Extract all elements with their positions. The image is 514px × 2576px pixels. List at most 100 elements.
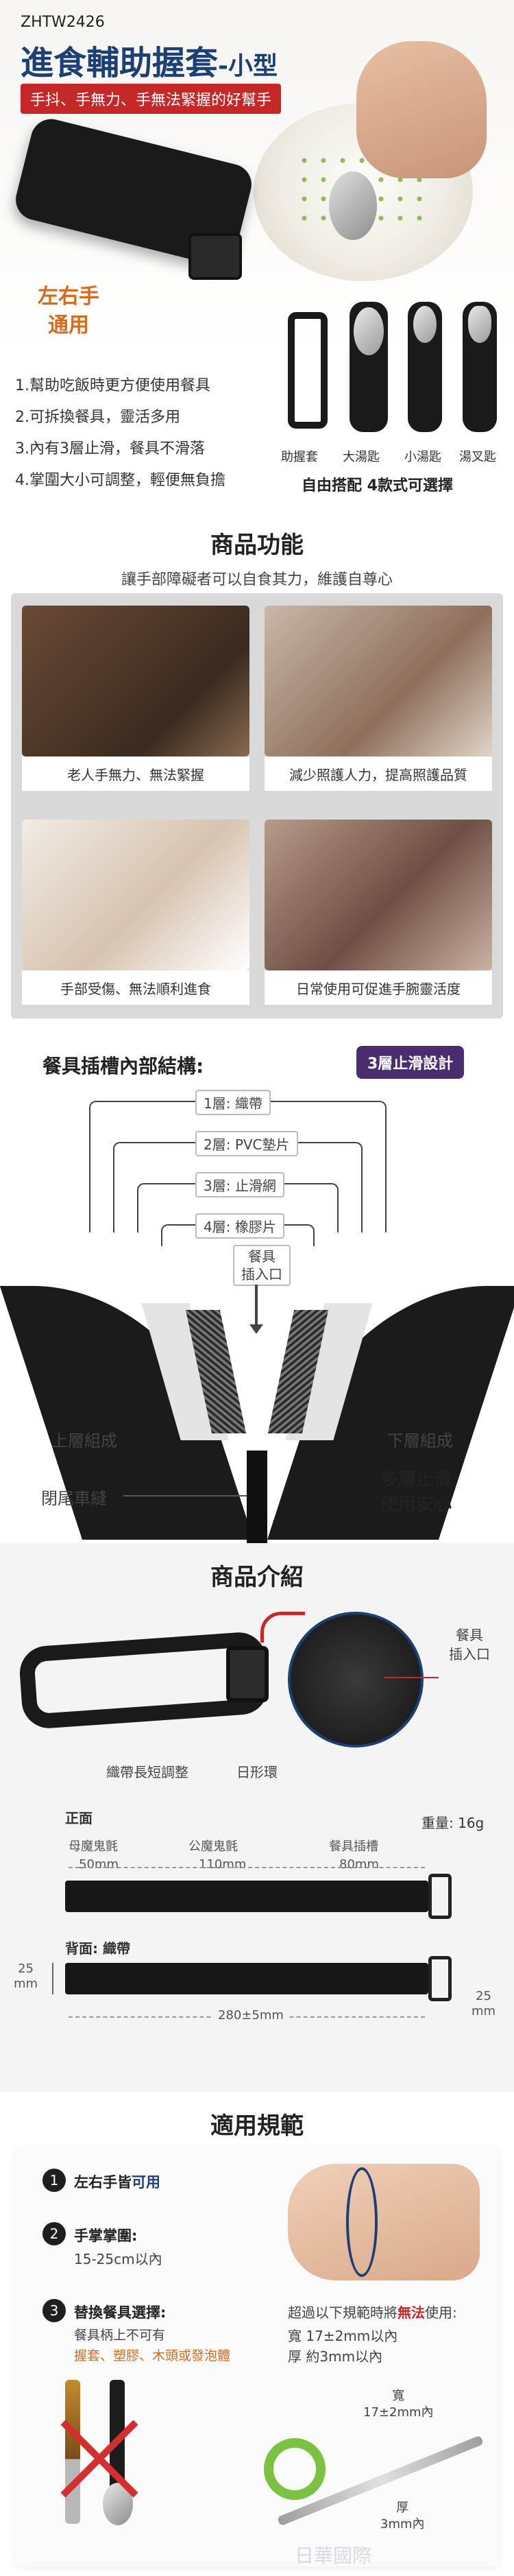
width-annotation-value: 17±2mm內 (363, 2405, 434, 2420)
ring-gauge-image (264, 2438, 326, 2500)
intro-section: 商品介紹 餐具 插入口 織帶長短調整 日形環 正面 重量: 16g 母魔鬼氈 公… (0, 1543, 514, 2092)
combo-label-fork-spoon: 湯叉匙 (459, 450, 496, 464)
caption-elderly: 老人手無力、無法緊握 (22, 756, 249, 791)
exceed-line: 超過以下規範時將無法使用: (288, 2302, 457, 2322)
height-left-unit: mm (14, 1977, 38, 1991)
structure-section: 餐具插槽內部結構: 3層止滑設計 1層: 織帶 2層: PVC墊片 3層: 止滑… (0, 1039, 514, 1543)
intro-ring-image (226, 1646, 269, 1702)
combo-label-strap: 助握套 (281, 450, 318, 464)
wooden-fork-image (65, 2380, 80, 2524)
seam-label: 閉尾車縫 (41, 1489, 107, 1508)
safe-line1: 多層止滑 (380, 1470, 452, 1490)
spoon-illustration (329, 171, 377, 240)
layer-4-label: 4層: 橡膠片 (195, 1213, 284, 1239)
exceed-post: 使用: (425, 2304, 457, 2321)
spec-item-1-highlight: 可用 (132, 2174, 160, 2191)
layer-3-label: 3層: 止滑網 (195, 1172, 284, 1197)
back-label: 背面: 織帶 (65, 1940, 130, 1957)
spec-item-1-head: 左右手皆 (74, 2174, 132, 2191)
title-suffix: -小型 (218, 52, 278, 80)
spec-item-3-highlight: 握套、塑膠、木頭或發泡體 (74, 2348, 231, 2363)
intro-title: 商品介紹 (210, 1564, 304, 1591)
intro-slot-line1: 餐具 (456, 1627, 483, 1643)
hero: ZHTW2426 進食輔助握套-小型 手抖、手無力、手無法緊握的好幫手 左右手 … (0, 0, 514, 504)
palm-illustration (288, 2164, 480, 2280)
combo-caption: 自由搭配 4款式可選擇 (302, 477, 453, 494)
product-code: ZHTW2426 (21, 14, 105, 31)
thick-rule: 厚 約3mm以內 (288, 2348, 383, 2365)
combo-small-spoon-head (413, 306, 437, 343)
functions-section: 商品功能 讓手部障礙者可以自食其力，維護自尊心 老人手無力、無法緊握 減少照護人… (0, 504, 514, 1039)
height-left-label: 25 mm (14, 1961, 38, 1992)
thick-annotation-label: 厚 (396, 2501, 409, 2515)
spec-item-3-head: 替換餐具選擇: (74, 2304, 167, 2321)
intro-slot-label: 餐具 插入口 (449, 1625, 490, 1664)
both-hands-label: 左右手 通用 (38, 283, 99, 340)
lower-layer-label: 下層組成 (387, 1431, 453, 1451)
combo-big-spoon-head (354, 307, 384, 355)
layer-1-label: 1層: 織帶 (195, 1090, 271, 1115)
zoom-slot-line (384, 1677, 439, 1678)
width-annotation-label: 寬 (392, 2389, 405, 2403)
photo-elderly-hands (22, 606, 249, 756)
adjust-label: 織帶長短調整 (106, 1764, 188, 1780)
width-rule: 寬 17±2mm以內 (288, 2328, 398, 2344)
spec-num-1: 1 (42, 2169, 66, 2192)
slot-entry-label: 餐具 插入口 (233, 1245, 291, 1286)
front-label: 正面 (65, 1810, 93, 1826)
thick-annotation-value: 3mm內 (380, 2517, 425, 2531)
seg-size-80: 80mm (339, 1857, 379, 1872)
spec-item-3-body: 餐具柄上不可有 (74, 2328, 166, 2343)
spec-item-2-head: 手掌掌圍: (74, 2228, 138, 2244)
anti-slip-badge: 3層止滑設計 (356, 1046, 465, 1079)
zoom-circle (288, 1612, 424, 1748)
exceed-highlight: 無法 (397, 2304, 425, 2321)
spec-item-1: 左右手皆可用 (74, 2171, 160, 2192)
slot-line1: 餐具 (248, 1248, 276, 1265)
title-main: 進食輔助握套 (21, 44, 219, 82)
slot-arrow (255, 1285, 258, 1326)
combo-label-small-spoon: 小湯匙 (404, 450, 441, 464)
hand-illustration (356, 41, 487, 178)
functions-title: 商品功能 (210, 532, 304, 559)
height-left-line (52, 1963, 53, 1994)
feature-list: 1.幫助吃飯時更方便使用餐具 2.可拆換餐具，靈活多用 3.內有3層止滑，餐具不… (15, 370, 225, 497)
material-seam-center (247, 1451, 267, 1543)
seg-size-50: 50mm (79, 1857, 119, 1872)
seg-size-110: 110mm (199, 1857, 247, 1872)
feature-item: 3.內有3層止滑，餐具不滑落 (15, 440, 205, 457)
intro-slot-line2: 插入口 (449, 1646, 490, 1662)
height-left-value: 25 (18, 1961, 34, 1976)
height-right-unit: mm (472, 2004, 496, 2018)
photo-caregiver (265, 606, 492, 756)
slot-line2: 插入口 (241, 1266, 282, 1283)
front-strap (65, 1881, 428, 1912)
spec-num-2: 2 (42, 2222, 66, 2245)
multi-layer-safe: 多層止滑 使用安心 (380, 1468, 452, 1517)
both-hands-line1: 左右手 (38, 285, 99, 309)
combo-fork-spoon-head (468, 306, 491, 343)
width-annotation: 寬 17±2mm內 (363, 2388, 434, 2421)
watermark: 日華國際 (295, 2544, 372, 2567)
front-dim-line (69, 1867, 425, 1868)
combo-label-big-spoon: 大湯匙 (343, 450, 380, 464)
thick-annotation: 厚 3mm內 (380, 2500, 425, 2533)
photo-daily-use (265, 820, 492, 970)
product-title: 進食輔助握套-小型 (21, 36, 278, 84)
seam-line (123, 1495, 247, 1496)
spec-section: 適用規範 1 左右手皆可用 2 手掌掌圍: 15-25cm以內 3 替換餐具選擇… (0, 2092, 514, 2576)
feature-item: 2.可拆換餐具，靈活多用 (15, 409, 180, 426)
both-hands-line2: 通用 (48, 313, 89, 337)
layer-2-label: 2層: PVC墊片 (195, 1131, 298, 1156)
length-label: 280±5mm (212, 2008, 289, 2023)
ring-label: 日形環 (236, 1764, 278, 1780)
exceed-pre: 超過以下規範時將 (288, 2304, 397, 2321)
structure-title: 餐具插槽內部結構: (42, 1055, 204, 1077)
feature-item: 1.幫助吃飯時更方便使用餐具 (15, 377, 210, 394)
seg-label-female-velcro: 母魔鬼氈 (69, 1839, 118, 1854)
feature-item: 4.掌圍大小可調整，輕便無負擔 (15, 472, 225, 489)
back-strap-ring (428, 1956, 452, 2001)
combo-strap-image (288, 312, 328, 429)
weight-label: 重量: 16g (421, 1815, 485, 1831)
